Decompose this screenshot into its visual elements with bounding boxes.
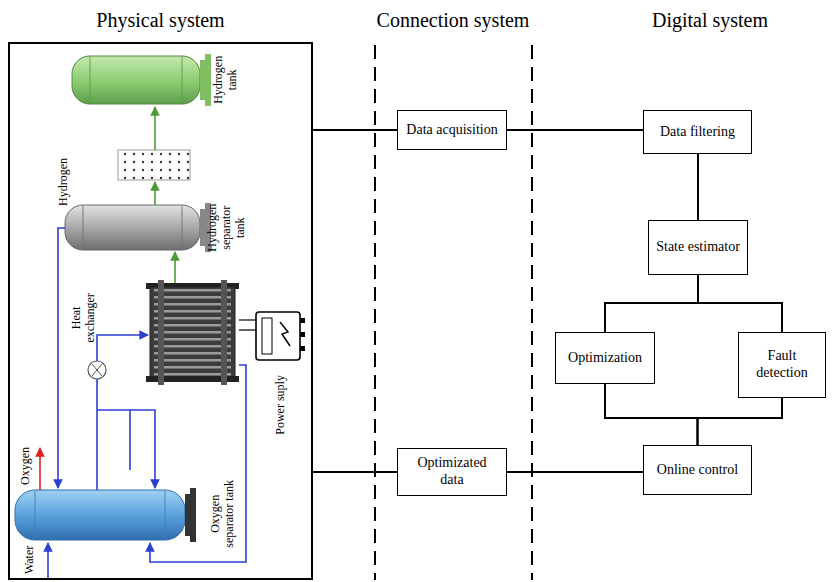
hydrogen-separator-tank <box>65 203 211 252</box>
illustration-part <box>256 312 300 360</box>
illustration-part <box>72 56 200 104</box>
process-box: Data filtering <box>643 110 752 154</box>
flow-label: Hydrogen <box>57 147 71 217</box>
illustration-part <box>182 57 183 103</box>
electrolyzer-stack <box>146 280 239 385</box>
process-box: Optimization <box>555 332 655 384</box>
oxygen-outlet <box>39 448 41 490</box>
illustration-part <box>262 318 272 354</box>
illustration-part <box>129 410 131 470</box>
process-box: State estimator <box>648 220 748 275</box>
connector-line <box>697 154 699 220</box>
illustration-part <box>83 206 84 249</box>
oxygen-separator-tank <box>15 488 196 542</box>
illustration-part <box>90 57 91 103</box>
flow-label: Water <box>23 540 37 580</box>
box-label: State estimator <box>656 239 740 256</box>
connector-line <box>698 398 783 445</box>
system-frame: Physical system <box>8 42 313 580</box>
hydrogen-line <box>155 107 175 285</box>
illustration-part <box>96 379 98 490</box>
illustration-part <box>280 322 290 346</box>
column-divider <box>531 45 533 580</box>
illustration-part <box>300 346 305 351</box>
illustration-part <box>58 228 65 488</box>
connector-line <box>605 384 698 445</box>
illustration-part <box>65 205 200 250</box>
column-header: Connection system <box>363 9 543 32</box>
illustration-part <box>190 488 196 542</box>
illustration-part <box>174 252 176 285</box>
part-label: Oxygen separator tank <box>209 480 237 548</box>
illustration-part <box>15 490 185 540</box>
box-label: Optimizated data <box>404 455 500 489</box>
illustration-part <box>300 318 305 323</box>
box-label: Data filtering <box>660 124 735 141</box>
connector-line <box>507 129 643 131</box>
column-divider <box>374 45 376 580</box>
power-supply <box>239 312 305 360</box>
process-box: Data acquisition <box>397 110 507 150</box>
illustration-part <box>300 332 305 337</box>
part-label: Hydrogen tank <box>212 52 240 108</box>
part-label: Heat exchanger <box>70 283 98 353</box>
connector-line <box>313 129 397 131</box>
flow-label: Oxygen <box>19 441 33 491</box>
part-label: Power suply <box>274 370 288 440</box>
illustration-part <box>200 60 205 100</box>
illustration-part <box>182 206 183 249</box>
illustration-part <box>239 319 256 320</box>
connector-line <box>313 471 397 473</box>
heat-exchanger <box>88 361 106 379</box>
illustration-part <box>97 410 155 488</box>
illustration-part <box>185 494 190 536</box>
connector-line <box>507 471 643 473</box>
illustration-part <box>221 280 227 385</box>
illustration-part <box>97 335 148 361</box>
illustration-part <box>154 182 156 205</box>
illustration-part <box>92 364 102 376</box>
illustration-part <box>158 280 164 385</box>
illustration-part <box>205 54 211 106</box>
illustration-part <box>239 329 256 330</box>
box-label: Optimization <box>568 350 642 367</box>
hydrogen-tank <box>72 54 211 106</box>
section-heading: Physical system <box>10 8 311 32</box>
process-box: Optimizated data <box>397 448 507 496</box>
filter-unit <box>118 150 190 180</box>
illustration-part <box>47 543 49 578</box>
box-label: Data acquisition <box>406 122 497 139</box>
process-box: Fault detection <box>738 332 826 398</box>
connector-line <box>698 275 782 332</box>
column-header: Digital system <box>620 9 800 32</box>
illustration-part <box>154 107 156 150</box>
part-label: Hydrogen separator tank <box>206 196 247 260</box>
illustration-part <box>165 491 166 539</box>
box-label: Online control <box>657 462 738 479</box>
illustration-part <box>88 361 106 379</box>
box-label: Fault detection <box>745 348 819 382</box>
connector-line <box>605 275 698 332</box>
process-box: Online control <box>643 445 752 495</box>
illustration-part <box>200 209 205 246</box>
illustration-part <box>35 491 36 539</box>
